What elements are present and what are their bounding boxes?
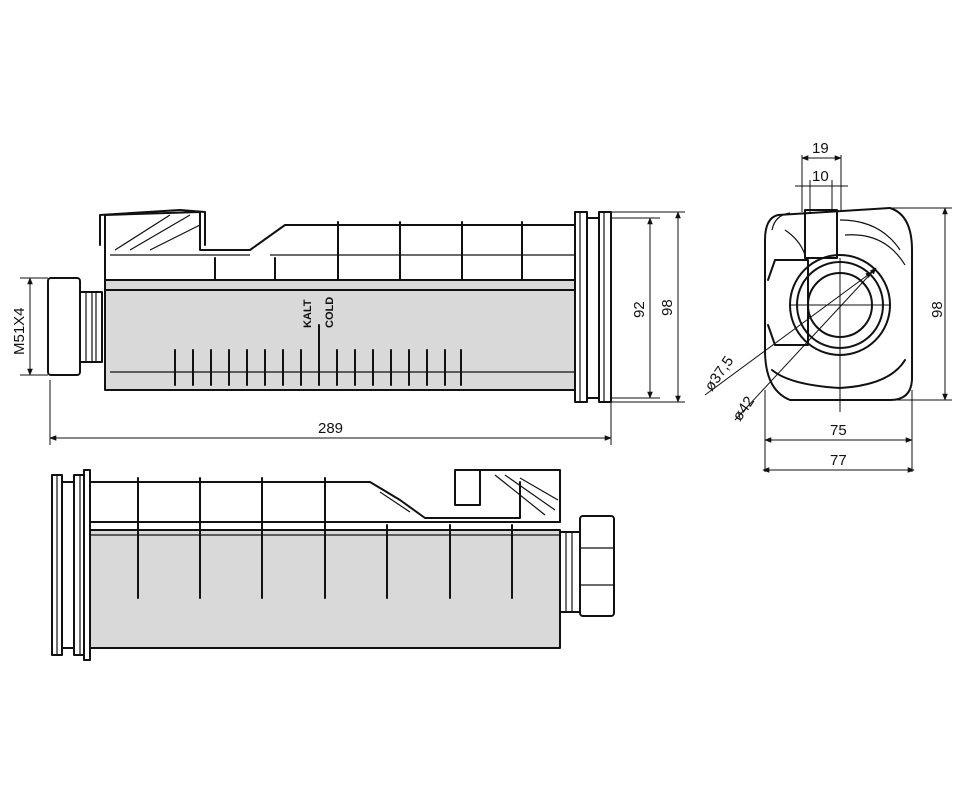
- width-77-dim: 77: [830, 452, 847, 469]
- height-inner-dim: 92: [631, 301, 648, 318]
- dia-42-dim: ø42: [729, 393, 758, 424]
- thread-dim: M51X4: [11, 307, 28, 355]
- side-dimensions: 19 10 98 ø37,5 ø42 75 77: [701, 140, 952, 473]
- height-outer-dim: 98: [659, 299, 676, 316]
- kalt-label: KALT: [302, 299, 314, 328]
- width-75-dim: 75: [830, 422, 847, 439]
- level-marks: [174, 324, 462, 386]
- length-dim: 289: [318, 420, 343, 437]
- rear-ribs: [137, 477, 513, 599]
- front-ribs: [214, 221, 523, 281]
- cold-label: COLD: [324, 297, 336, 328]
- front-dimensions: M51X4 289 92 98: [11, 211, 685, 445]
- dia-37-dim: ø37,5: [701, 353, 737, 394]
- top-10-dim: 10: [812, 168, 829, 185]
- rear-view: [51, 469, 615, 661]
- outlet-flange: [574, 211, 612, 403]
- filler-neck: [47, 277, 103, 376]
- side-height-dim: 98: [929, 301, 946, 318]
- side-view: [764, 207, 913, 412]
- front-view: KALT COLD: [47, 209, 612, 403]
- rear-cap: [559, 515, 615, 617]
- top-19-dim: 19: [812, 140, 829, 157]
